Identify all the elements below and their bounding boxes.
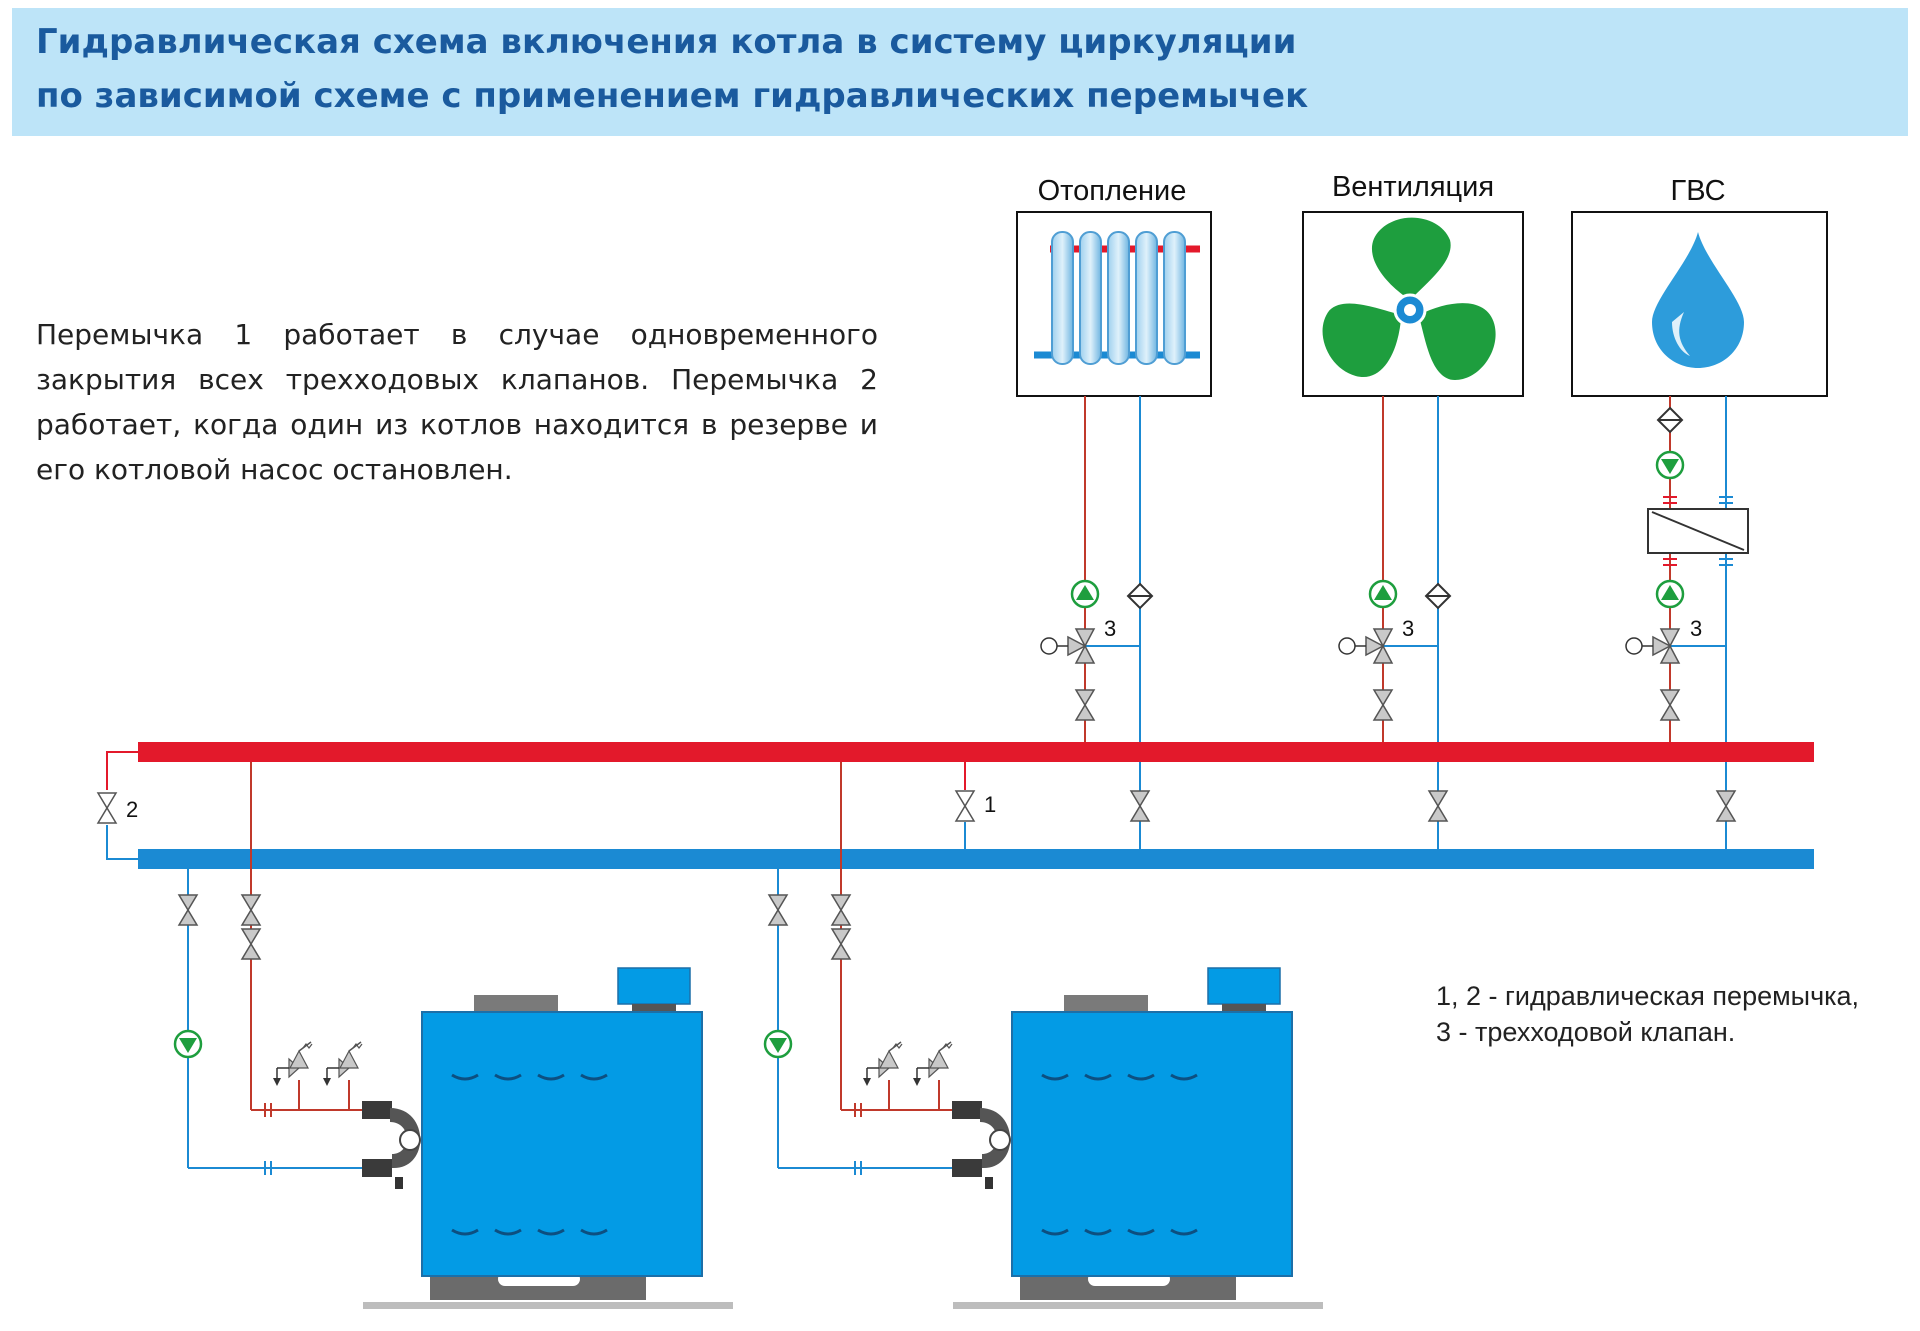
boiler-supply-nozzle [952, 1101, 982, 1119]
boiler-supply-valve [241, 928, 261, 960]
water-drop-icon [1652, 232, 1744, 368]
heating-return-valve [1130, 790, 1150, 822]
title-bar: Гидравлическая схема включения котла в с… [12, 8, 1908, 136]
boilers [173, 762, 1323, 1309]
ventilation-label: Вентиляция [1332, 171, 1494, 203]
boiler-flue [1064, 995, 1148, 1013]
boiler-burner [1207, 967, 1281, 1005]
bypass-2 [97, 751, 138, 860]
boiler-supply-valve [831, 894, 851, 926]
boiler-safety-valve [862, 1041, 903, 1087]
ventilation-pump-icon [1368, 579, 1398, 609]
boiler-vent-slot [1084, 1073, 1112, 1081]
boiler-pump-icon [763, 1029, 793, 1059]
boiler-vent-slot [1084, 1228, 1112, 1236]
boiler-vent-slot [1041, 1228, 1069, 1236]
boiler-body [421, 1011, 703, 1277]
boiler-flue [474, 995, 558, 1013]
boiler-floor [953, 1302, 1323, 1309]
heating-branch [1040, 396, 1153, 849]
legend: 1, 2 - гидравлическая перемычка, 3 - тре… [1436, 978, 1859, 1050]
heating-shutoff-valve [1075, 689, 1095, 721]
boiler-vent-slot [494, 1073, 522, 1081]
boiler-vent-slot [451, 1073, 479, 1081]
boiler-floor [363, 1302, 733, 1309]
boiler-return-nozzle [952, 1159, 982, 1177]
boiler-elbow-eye [399, 1129, 421, 1151]
page-title-line-2: по зависимой схеме с применением гидравл… [36, 76, 1309, 116]
bypass-1 [955, 762, 975, 849]
legend-line-2: 3 - трехходовой клапан. [1436, 1017, 1736, 1047]
boiler-drain [985, 1177, 993, 1189]
dhw-label: ГВС [1670, 175, 1725, 207]
dhw-valve-label: 3 [1690, 616, 1702, 641]
ventilation-filter-icon [1425, 583, 1451, 609]
heating-three-way-valve [1040, 628, 1095, 664]
boiler-drain [395, 1177, 403, 1189]
boiler-vent-slot [537, 1228, 565, 1236]
dhw-filter-icon [1657, 407, 1683, 433]
boiler-supply-valve [241, 894, 261, 926]
boiler-supply-nozzle [362, 1101, 392, 1119]
return-header [138, 849, 1814, 869]
supply-header [138, 742, 1814, 762]
ventilation-shutoff-valve [1373, 689, 1393, 721]
boiler-vent-slot [537, 1073, 565, 1081]
radiator-icon [1034, 231, 1200, 365]
bypass-2-valve [97, 792, 117, 824]
heating-valve-label: 3 [1104, 616, 1116, 641]
boiler-burner [617, 967, 691, 1005]
boiler-return-valve [178, 894, 198, 926]
heating-label: Отопление [1038, 175, 1187, 207]
dhw-three-way-valve [1625, 628, 1680, 664]
boiler-supply-valve [831, 928, 851, 960]
boiler-assembly-1 [173, 762, 733, 1309]
description-text: Перемычка 1 работает в случае одновремен… [36, 318, 878, 486]
dhw-pump-icon [1655, 579, 1685, 609]
boiler-safety-valve [322, 1041, 363, 1087]
heating-filter-icon [1127, 583, 1153, 609]
boiler-vent-slot [451, 1228, 479, 1236]
boiler-vent-slot [1170, 1228, 1198, 1236]
fan-icon [1322, 217, 1496, 380]
boiler-return-nozzle [362, 1159, 392, 1177]
boiler-vent-slot [580, 1228, 608, 1236]
boiler-vent-slot [1127, 1073, 1155, 1081]
boiler-safety-valve [912, 1041, 953, 1087]
boiler-vent-slot [580, 1073, 608, 1081]
boiler-return-valve [768, 894, 788, 926]
bypass-1-label: 1 [984, 792, 996, 817]
dhw-branch [1625, 396, 1749, 849]
boiler-vent-slot [1041, 1073, 1069, 1081]
boiler-pipe-elbow [980, 1108, 1011, 1169]
boiler-pipe-elbow [390, 1108, 421, 1169]
boiler-body [1011, 1011, 1293, 1277]
ventilation-three-way-valve [1338, 628, 1393, 664]
ventilation-valve-label: 3 [1402, 616, 1414, 641]
boiler-vent-slot [1127, 1228, 1155, 1236]
page-title-line-1: Гидравлическая схема включения котла в с… [36, 22, 1297, 62]
heating-pump-icon [1070, 579, 1100, 609]
boiler-assembly-2 [763, 762, 1323, 1309]
dhw-secondary-pump-icon [1655, 450, 1685, 480]
bypass-2-label: 2 [126, 797, 138, 822]
bypass-1-valve [955, 790, 975, 822]
dhw-shutoff-valve [1660, 689, 1680, 721]
ventilation-branch [1338, 396, 1451, 849]
dhw-return-valve [1716, 790, 1736, 822]
boiler-vent-slot [494, 1228, 522, 1236]
ventilation-return-valve [1428, 790, 1448, 822]
boiler-elbow-eye [989, 1129, 1011, 1151]
boiler-safety-valve [272, 1041, 313, 1087]
legend-line-1: 1, 2 - гидравлическая перемычка, [1436, 981, 1860, 1011]
boiler-vent-slot [1170, 1073, 1198, 1081]
boiler-pump-icon [173, 1029, 203, 1059]
